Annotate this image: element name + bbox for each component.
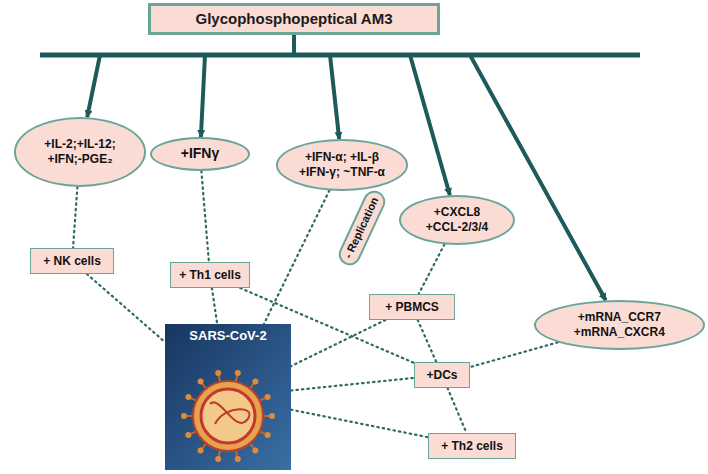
node-label: +CXCL8 +CCL-2/3/4	[419, 205, 495, 235]
dotted-connector	[73, 187, 77, 248]
node-label: +mRNA_CCR7 +mRNA_CXCR4	[562, 310, 677, 340]
node-label: + Th2 cells	[441, 439, 503, 454]
dotted-connector	[201, 171, 209, 262]
arrow-connector	[294, 35, 339, 139]
cell-box: + NK cells	[30, 248, 114, 274]
cytokine-ellipse: +IFNγ	[150, 137, 250, 171]
virus-label: SARS-CoV-2	[189, 328, 266, 344]
arrow-connector	[294, 35, 450, 195]
node-label: +IFN-α; +IL-β +IFN-γ; ~TNF-α	[298, 150, 386, 180]
arrow-connector	[87, 35, 294, 117]
cell-box: +DCs	[414, 362, 470, 388]
dotted-connector	[448, 388, 467, 433]
chemokine-ellipse: +CXCL8 +CCL-2/3/4	[399, 195, 515, 245]
node-label: + NK cells	[43, 254, 101, 269]
virus-illustration	[165, 324, 291, 470]
title-box: Glycophosphopeptical AM3	[148, 3, 440, 35]
node-label: +IFNγ	[181, 145, 220, 163]
dotted-connector	[418, 320, 437, 362]
dotted-connector	[291, 410, 428, 438]
dotted-connector	[87, 274, 165, 342]
cell-box: + Th2 cells	[428, 433, 516, 459]
node-label: + PBMCS	[385, 300, 439, 315]
receptor-ellipse: +mRNA_CCR7 +mRNA_CXCR4	[534, 300, 705, 350]
effect-box: - Replication	[335, 187, 389, 269]
arrow-connector	[201, 35, 294, 137]
cytokine-ellipse: +IL-2;+IL-12; +IFN;-PGE₂	[14, 117, 147, 187]
arrow-connector	[294, 35, 606, 300]
dotted-connector	[419, 244, 445, 294]
node-label: Glycophosphopeptical AM3	[196, 10, 393, 29]
dotted-connector	[470, 342, 558, 367]
cell-box: + Th1 cells	[170, 262, 250, 288]
virus-panel: SARS-CoV-2	[165, 324, 291, 470]
dotted-connector	[291, 320, 385, 366]
dotted-connector	[212, 288, 217, 324]
node-label: + Th1 cells	[179, 268, 241, 283]
node-label: - Replication	[342, 195, 382, 261]
dotted-connector	[291, 378, 414, 391]
cytokine-ellipse: +IFN-α; +IL-β +IFN-γ; ~TNF-α	[276, 139, 409, 191]
node-label: +IL-2;+IL-12; +IFN;-PGE₂	[36, 137, 124, 167]
dotted-connector	[264, 191, 330, 325]
node-label: +DCs	[426, 368, 457, 383]
cell-box: + PBMCS	[369, 294, 455, 320]
